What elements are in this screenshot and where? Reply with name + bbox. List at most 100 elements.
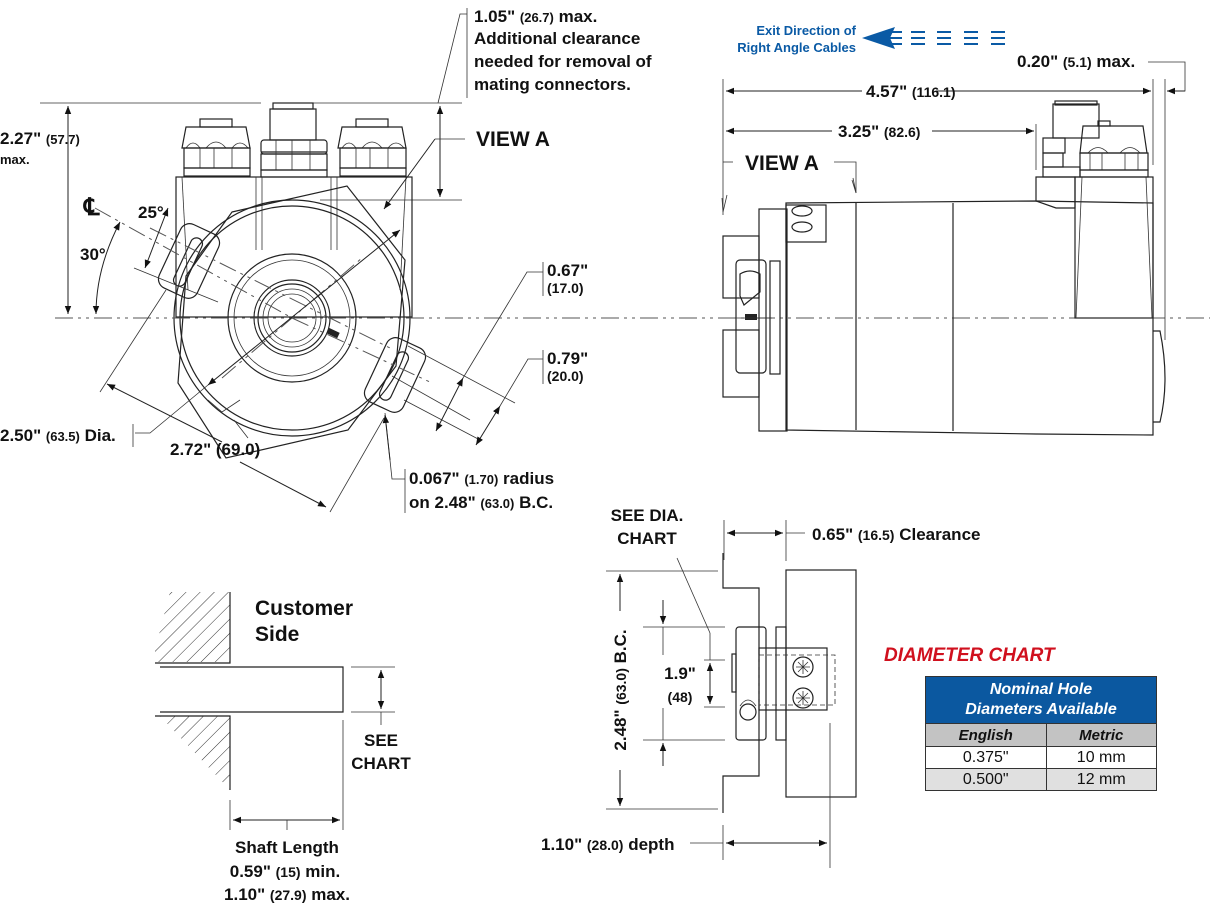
column-metric: Metric xyxy=(1045,723,1157,747)
dim-067-mm: (17.0) xyxy=(547,280,584,296)
angle-30: 30° xyxy=(80,245,106,264)
slot-bc-suffix: B.C. xyxy=(519,493,553,512)
diameter-chart-header: Nominal Hole Diameters Available xyxy=(925,676,1157,724)
svg-text:2.48" (63.0) B.C.: 2.48" (63.0) B.C. xyxy=(611,629,630,750)
shaft-min-inch: 0.59" xyxy=(230,862,271,881)
shaft-max-mm: (27.9) xyxy=(270,887,307,903)
clearance-mm: (26.7) xyxy=(520,10,554,25)
svg-text:0.59" (15) min.: 0.59" (15) min. xyxy=(230,862,340,881)
slot-radius-suffix: radius xyxy=(503,469,554,488)
svg-text:2.50" (63.5) Dia.: 2.50" (63.5) Dia. xyxy=(0,426,116,445)
clearance-note-1: Additional clearance xyxy=(474,29,640,48)
height-mm: (57.7) xyxy=(46,132,80,147)
header-line-2: Diameters Available xyxy=(965,701,1117,718)
exit-label-2: Right Angle Cables xyxy=(737,40,856,55)
cable-dashes-icon xyxy=(890,31,1005,45)
slot-radius-inch: 0.067" xyxy=(409,469,460,488)
dim-079-mm: (20.0) xyxy=(547,368,584,384)
dim-079-inch: 0.79" xyxy=(547,349,588,368)
slot-bc-inch: 2.48" xyxy=(435,493,476,512)
customer-side-2: Side xyxy=(255,623,299,646)
protrusion-suffix: max. xyxy=(1096,52,1135,71)
svg-text:2.27" (57.7): 2.27" (57.7) xyxy=(0,129,80,148)
protrusion-inch: 0.20" xyxy=(1017,52,1058,71)
connector-right xyxy=(337,118,407,177)
shaft-detail xyxy=(155,592,395,830)
bc-inch: 2.48" xyxy=(611,709,630,750)
slot-on: on xyxy=(409,493,430,512)
slot-radius-mm: (1.70) xyxy=(464,472,498,487)
width-mm: (69.0) xyxy=(216,440,260,459)
svg-text:0.65" (16.5) Clearance: 0.65" (16.5) Clearance xyxy=(812,525,980,544)
shaft-max-inch: 1.10" xyxy=(224,885,265,904)
width-inch: 2.72" xyxy=(170,440,211,459)
exit-direction-indicator: Exit Direction of Right Angle Cables xyxy=(737,23,1005,55)
svg-text:on 2.48" (63.0) B.C.: on 2.48" (63.0) B.C. xyxy=(409,493,553,512)
angle-25: 25° xyxy=(138,203,164,222)
clearance-note-2: needed for removal of xyxy=(474,52,652,71)
clearance-065-suffix: Clearance xyxy=(899,525,980,544)
depth-inch: 1.10" xyxy=(541,835,582,854)
exit-arrow-icon xyxy=(862,27,895,49)
view-a-label-side: VIEW A xyxy=(745,152,819,175)
diameter-chart-table: Nominal Hole Diameters Available English… xyxy=(925,676,1157,791)
bc-suffix: B.C. xyxy=(611,629,630,663)
exit-label-1: Exit Direction of xyxy=(756,23,856,38)
body-length-mm: (82.6) xyxy=(884,124,921,140)
overall-length-mm: (116.1) xyxy=(912,84,956,100)
svg-text:4.57" (116.1): 4.57" (116.1) xyxy=(866,82,955,101)
dia-inch: 2.50" xyxy=(0,426,41,445)
see-chart-1: SEE xyxy=(364,731,398,750)
see-dia-1: SEE DIA. xyxy=(611,506,684,525)
side-view: Exit Direction of Right Angle Cables xyxy=(721,23,1186,436)
see-dia-2: CHART xyxy=(617,529,677,548)
svg-text:1.10" (28.0) depth: 1.10" (28.0) depth xyxy=(541,835,674,854)
svg-text:0.067" (1.70) radius: 0.067" (1.70) radius xyxy=(409,469,554,488)
shaft-min-mm: (15) xyxy=(276,864,301,880)
svg-text:0.20" (5.1) max.: 0.20" (5.1) max. xyxy=(1017,52,1135,71)
bc-mm: (63.0) xyxy=(613,668,629,705)
column-english: English xyxy=(925,723,1047,747)
connector-left xyxy=(181,118,251,177)
clearance-065-mm: (16.5) xyxy=(858,527,895,543)
inner-inch: 1.9" xyxy=(664,664,696,683)
cell-metric: 12 mm xyxy=(1045,768,1157,791)
overall-length-inch: 4.57" xyxy=(866,82,907,101)
slot-bc-mm: (63.0) xyxy=(480,496,514,511)
height-suffix: max. xyxy=(0,152,30,167)
table-row: 0.375" 10 mm xyxy=(925,746,1157,769)
dia-suffix: Dia. xyxy=(85,426,116,445)
customer-side-1: Customer xyxy=(255,597,353,620)
svg-text:1.05" (26.7) max.: 1.05" (26.7) max. xyxy=(474,7,597,26)
table-row: 0.500" 12 mm xyxy=(925,768,1157,791)
body-length-inch: 3.25" xyxy=(838,122,879,141)
depth-suffix: depth xyxy=(628,835,674,854)
svg-text:2.72" (69.0): 2.72" (69.0) xyxy=(170,440,260,459)
svg-text:1.10" (27.9) max.: 1.10" (27.9) max. xyxy=(224,885,350,904)
cell-english: 0.375" xyxy=(925,746,1047,769)
shaft-max-suffix: max. xyxy=(311,885,350,904)
dim-067-inch: 0.67" xyxy=(547,261,588,280)
diameter-chart-title: DIAMETER CHART xyxy=(884,645,1056,666)
clearance-inch: 1.05" xyxy=(474,7,515,26)
see-chart-2: CHART xyxy=(351,754,411,773)
cell-english: 0.500" xyxy=(925,768,1047,791)
depth-mm: (28.0) xyxy=(587,837,624,853)
connector-center xyxy=(260,102,328,178)
view-a-label-front: VIEW A xyxy=(476,128,550,151)
shaft-length-label: Shaft Length xyxy=(235,838,339,857)
inner-mm: (48) xyxy=(668,689,693,705)
clearance-suffix: max. xyxy=(559,7,598,26)
header-line-1: Nominal Hole xyxy=(989,681,1093,698)
clearance-note-3: mating connectors. xyxy=(474,75,631,94)
protrusion-mm: (5.1) xyxy=(1063,54,1092,70)
dia-mm: (63.5) xyxy=(46,429,80,444)
shaft-min-suffix: min. xyxy=(305,862,340,881)
front-view: 1.05" (26.7) max. Additional clearance n… xyxy=(0,7,1210,513)
cell-metric: 10 mm xyxy=(1045,746,1157,769)
centerline-symbol: ℄ xyxy=(83,194,100,221)
height-inch: 2.27" xyxy=(0,129,41,148)
clearance-065-inch: 0.65" xyxy=(812,525,853,544)
mount-detail xyxy=(606,520,857,868)
